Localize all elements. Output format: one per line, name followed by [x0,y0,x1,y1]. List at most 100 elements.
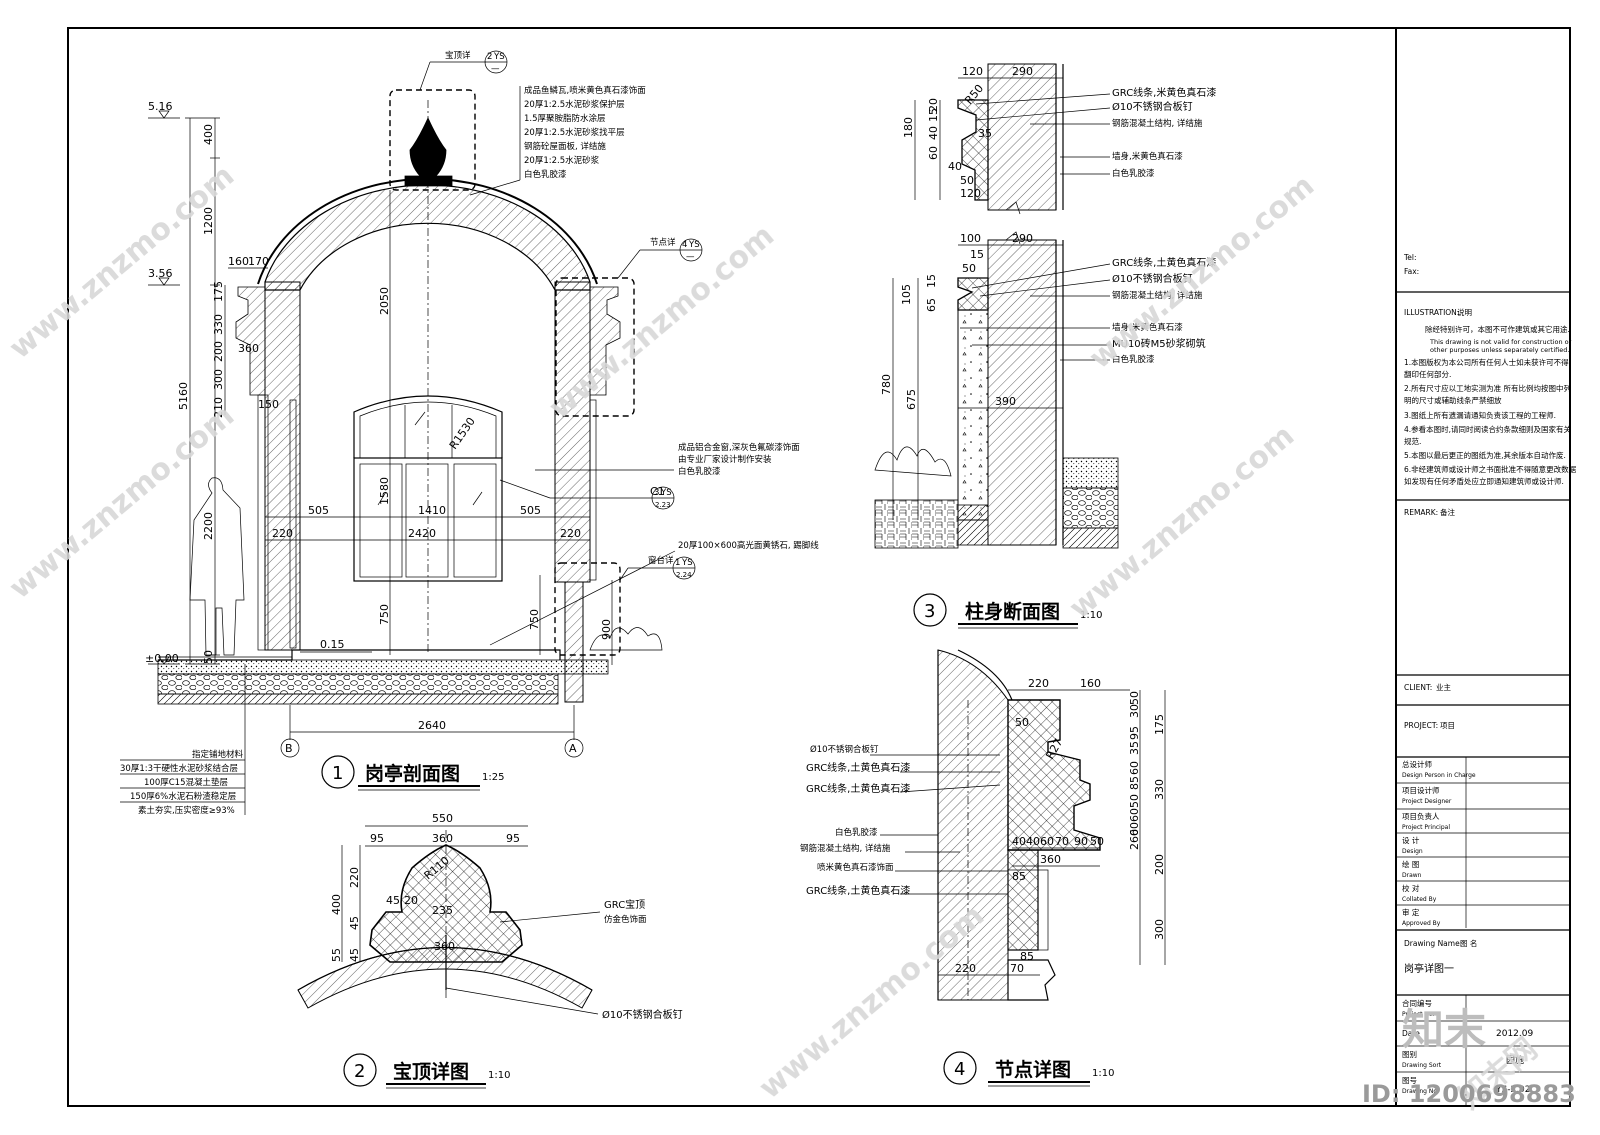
dim-h: 70 [1055,835,1069,848]
dim-h: 95 [370,832,384,845]
note-line: 钢筋混凝土结构, 详结施 [800,843,891,854]
note-line: 白色乳胶漆 [1112,354,1155,365]
window-notes: 成品铝合金窗,深灰色氟碳漆饰面 由专业厂家设计制作安装 白色乳胶漆 20厚100… [489,442,819,646]
callout-sheet: YS [688,240,700,250]
view-scale: 1:10 [1080,610,1102,621]
sort-value: 园施 [1506,1054,1524,1066]
detail-view-4: 220 160 50 30 175 95 35 60 85 330 50 60 … [800,649,1166,1087]
node-cornice [1007,699,1101,851]
role-en: Approved By [1402,920,1441,927]
dim-v: 35 [1128,741,1141,755]
role-en: Drawn [1402,872,1422,879]
note-line: GRC线条,土黄色真石漆 [806,761,910,774]
note-line: GRC线条,米黄色真石漆 [1112,86,1216,99]
note-line: GRC线条,土黄色真石漆 [806,782,910,795]
dim-v: 20 [927,98,940,112]
detail-view-2: 550 95 360 95 400 220 45 55 45 45 20 235… [297,812,683,1089]
project-no-en: Project No. [1402,1011,1434,1018]
note-line: GRC线条,土黄色真石漆 [806,884,910,897]
drawing-name-cn: 图 名 [1460,938,1477,948]
node-column-shaft [1007,849,1039,951]
arch-roof [264,184,591,291]
window-arch [353,395,503,458]
note-line: 1.5厚聚胺脂防水涂层 [524,113,606,124]
note-line: 20厚1:2.5水泥砂浆保护层 [524,99,625,110]
client-label: CLIENT: [1404,683,1432,692]
dim-h: 2640 [418,719,446,732]
grc-molding-upper [957,99,989,201]
dim-h: 85 [1020,950,1034,963]
dim-h: 70 [1010,962,1024,975]
note-line: 明的尺寸或辅助线条严禁细放 [1404,395,1502,405]
watermark-site: www.znzmo.com [3,158,241,366]
note-line: 30厚1:3干硬性水泥砂浆结合层 [120,763,238,774]
callout-sub: — [491,64,500,74]
note-line: Ø10不锈钢合板钉 [602,1008,683,1021]
drawing-no-value: YS-2.02 [1495,1085,1531,1095]
callout-finial: 宝顶详 2 YS — [419,50,508,91]
level-eave: 3.56 [148,267,173,280]
note-line: 2.所有尺寸应以工地实测为准 所有比例均按图中列 [1404,383,1571,393]
view-scale: 1:10 [488,1070,510,1081]
callout-label: 窗台详 [648,555,674,566]
role-cn: 审 定 [1402,907,1420,917]
dim-h: 170 [248,255,269,268]
note-line: GRC线条,土黄色真石漆 [1112,256,1216,269]
grid-label: A [569,742,577,755]
watermark-logo: 知末 [1402,1005,1486,1054]
watermark-site: www.znzmo.com [3,398,241,606]
note-line: 白色乳胶漆 [524,169,567,180]
note-line: 6.非经建筑师或设计师之书面批准不得随意更改数据 [1404,464,1577,474]
callout-num: 1 [675,558,680,568]
callout-sub: — [686,252,695,262]
dim-h: 220 [272,527,293,540]
roof-notes: 成品鱼鳞瓦,喷米黄色真石漆饰面 20厚1:2.5水泥砂浆保护层 1.5厚聚胺脂防… [469,85,646,196]
project-label: PROJECT: [1404,721,1438,730]
client-value: 业主 [1436,682,1452,692]
wall-section-lower [987,239,1057,546]
dim-v: 60 [1128,822,1141,836]
dim-h: 360 [434,940,455,953]
grid-bubble-b [280,738,300,758]
dim-v: 2050 [378,287,391,315]
dim-h: 220 [560,527,581,540]
dim-h: 50 [1090,835,1104,848]
view-number: 1 [332,763,343,784]
grid-bubble-a [564,738,584,758]
view-number: 3 [924,601,935,622]
role-cn: 绘 图 [1402,859,1419,869]
floor-layer-soil [157,693,559,705]
column-notes-mid: GRC线条,土黄色真石漆 Ø10不锈钢合板钉 钢筋混凝土结构, 详结施 墙身,米… [960,256,1216,365]
dims-horizontal: 505 1410 505 220 2420 220 2640 [265,504,590,740]
dim-h: 35 [978,127,992,140]
dim-v: 750 [378,604,391,625]
note-line: Ø10不锈钢合板钉 [810,744,879,755]
dim-h: 360 [1040,853,1061,866]
callout-sub: 2.24 [676,571,692,579]
dim-h: 120 [962,65,983,78]
dim-v: 2200 [202,512,215,540]
view-scale: 1:25 [482,772,504,783]
dim-h: 220 [1028,677,1049,690]
callout-box-sill [554,562,621,656]
dim-h: 40 [1012,835,1026,848]
callout-sheet: YS [681,558,693,568]
dim-v: 300 [212,369,225,390]
illustration-label: ILLUSTRATION: [1404,308,1459,317]
paving [874,499,959,549]
drawing-no-cn: 图号 [1402,1076,1417,1085]
dim-v: 1580 [378,477,391,505]
note-line: 150厚6%水泥石粉渣稳定层 [130,791,236,802]
dim-v: 15 [925,274,938,288]
dim-h: 50 [960,174,974,187]
dim-h: 50 [1015,716,1029,729]
dim-h: 550 [432,812,453,825]
note-line: 4.参看本图时,请同时阅读合约条款细则及国家有关 [1404,424,1572,434]
dim-h: 160 [1080,677,1101,690]
break-mark [1005,201,1021,215]
view-number-circle [943,1051,977,1085]
note-line: 如发现有任何矛盾处应立即通知建筑师或设计师. [1404,476,1564,486]
dim-v: 675 [905,389,918,410]
project-no-label: 合同编号 [1402,998,1432,1008]
